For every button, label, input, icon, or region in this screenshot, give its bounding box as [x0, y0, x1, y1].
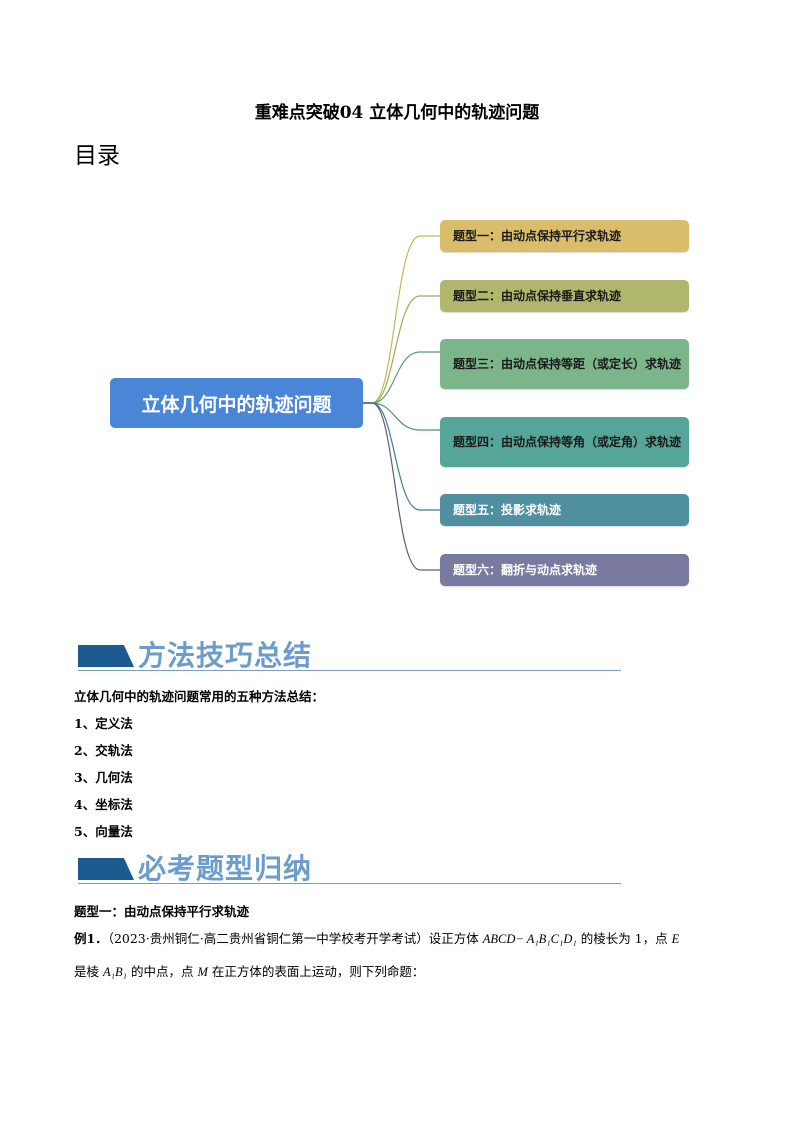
- text: 的中点，点: [130, 964, 194, 979]
- method-item: 4、坐标法: [74, 797, 133, 812]
- text: 设正方体: [428, 931, 479, 946]
- example-label: 例1．: [74, 931, 108, 946]
- toc-heading: 目录: [74, 143, 120, 169]
- mindmap-connector: [363, 402, 440, 511]
- mindmap-branch-node: 题型二：由动点保持垂直求轨迹: [440, 280, 689, 312]
- mindmap-connector: [363, 295, 440, 404]
- mindmap-connector: [363, 402, 440, 431]
- method-item: 1、定义法: [74, 716, 133, 731]
- example-line-2: 是棱 A₁B₁ 的中点，点 M 在正方体的表面上运动，则下列命题：: [74, 961, 424, 980]
- text: 在正方体的表面上运动，则下列命题：: [211, 964, 425, 979]
- mindmap-branch-node: 题型五：投影求轨迹: [440, 494, 689, 526]
- mindmap-branch-node: 题型三：由动点保持等距（或定长）求轨迹: [440, 339, 689, 389]
- math-point-m: M: [197, 965, 208, 979]
- example-source: （2023·贵州铜仁·高二贵州省铜仁第一中学校考开学考试）: [107, 931, 429, 946]
- mindmap-branch-node: 题型四：由动点保持等角（或定角）求轨迹: [440, 417, 689, 467]
- mindmap-connector: [363, 235, 440, 404]
- example-line-1: 例1．（2023·贵州铜仁·高二贵州省铜仁第一中学校考开学考试）设正方体 ABC…: [74, 928, 679, 947]
- section-heading: 必考题型归纳: [138, 852, 313, 885]
- section-banner-methods: 方法技巧总结: [78, 634, 621, 672]
- math-edge: A₁B₁: [103, 965, 127, 979]
- math-cube: ABCD− A₁B₁C₁D₁: [482, 932, 577, 946]
- mindmap-branch-node: 题型一：由动点保持平行求轨迹: [440, 220, 689, 252]
- method-item: 3、几何法: [74, 770, 133, 785]
- method-item: 2、交轨法: [74, 743, 133, 758]
- mindmap-branch-node: 题型六：翻折与动点求轨迹: [440, 554, 689, 586]
- methods-intro: 立体几何中的轨迹问题常用的五种方法总结：: [74, 689, 325, 704]
- text: 是棱: [74, 964, 100, 979]
- section-banner-types: 必考题型归纳: [78, 847, 621, 885]
- banner-bar-icon: [78, 858, 134, 880]
- banner-bar-icon: [78, 645, 134, 667]
- math-point-e: E: [671, 932, 680, 946]
- method-item: 5、向量法: [74, 824, 133, 839]
- type-heading: 题型一：由动点保持平行求轨迹: [74, 904, 250, 919]
- section-heading: 方法技巧总结: [138, 639, 313, 672]
- mindmap-connector: [363, 351, 440, 404]
- mindmap-connector: [363, 402, 440, 571]
- document-title: 重难点突破04 立体几何中的轨迹问题: [254, 103, 540, 123]
- mindmap-central-node: 立体几何中的轨迹问题: [110, 378, 363, 428]
- text: 的棱长为 1，点: [580, 931, 668, 946]
- mindmap-connectors: [363, 235, 440, 571]
